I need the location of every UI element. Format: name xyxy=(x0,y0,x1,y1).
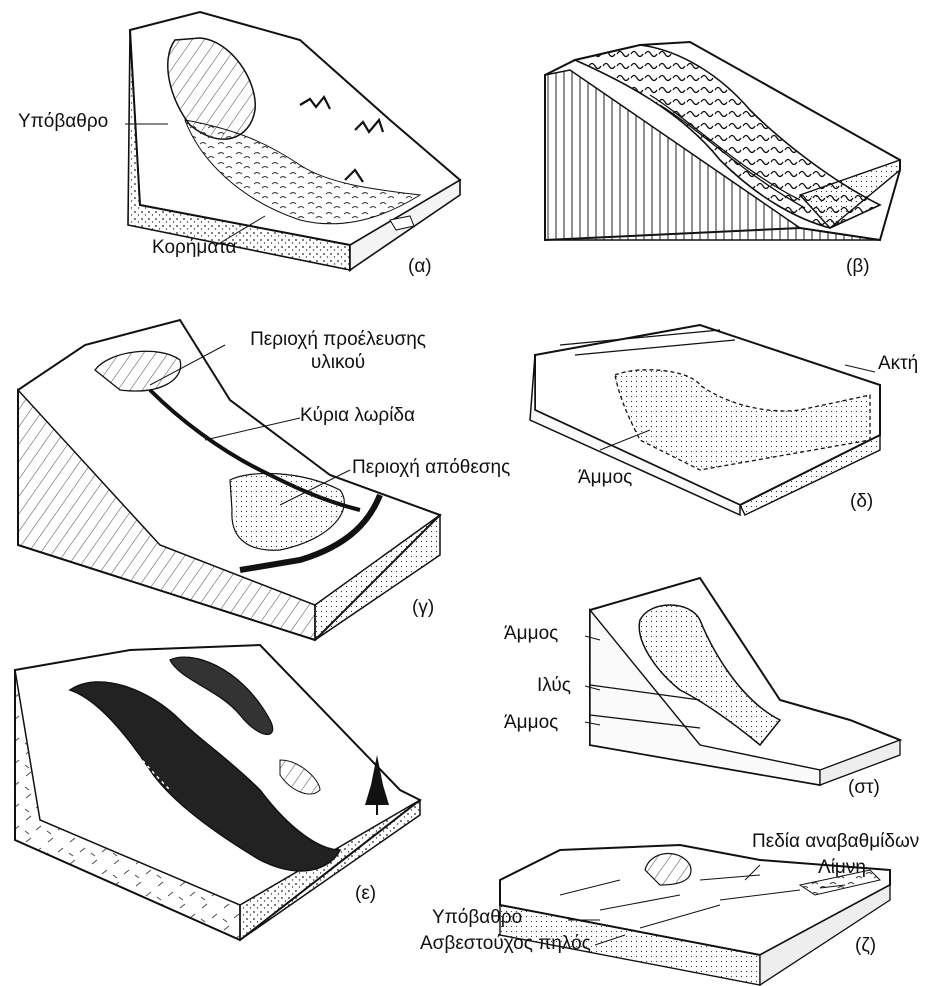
label-g-main-track: Κύρια λωρίδα xyxy=(300,406,415,425)
label-z-terraces: Πεδία αναβαθμίδων xyxy=(752,832,919,851)
label-d-sand: Άμμος xyxy=(578,468,632,487)
label-d-coast: Ακτή xyxy=(878,354,918,373)
caption-st: (στ) xyxy=(848,778,880,797)
label-g-source-line1: Περιοχή προέλευσης xyxy=(218,330,458,349)
caption-g: (γ) xyxy=(412,598,434,617)
label-z-bedrock: Υπόβαθρο xyxy=(432,908,522,927)
label-a-debris: Κορήματα xyxy=(152,238,237,257)
label-st-silt: Ιλύς xyxy=(537,676,571,695)
label-z-clay: Ασβεστούχος πηλός xyxy=(420,934,591,953)
label-st-sand-top: Άμμος xyxy=(504,624,558,643)
label-g-deposition: Περιοχή απόθεσης xyxy=(352,458,510,477)
caption-e: (ε) xyxy=(355,884,376,903)
label-z-lake: Λίμνη xyxy=(818,858,866,877)
caption-z: (ζ) xyxy=(855,936,876,955)
panel-b-diagram xyxy=(545,42,900,240)
panel-a-rockfall-diagram xyxy=(125,12,460,270)
caption-a: (α) xyxy=(408,257,432,276)
caption-d: (δ) xyxy=(850,492,873,511)
panel-st-slump-diagram xyxy=(585,578,900,785)
caption-b: (β) xyxy=(846,257,870,276)
label-st-sand-bottom: Άμμος xyxy=(504,713,558,732)
label-a-bedrock: Υπόβαθρο xyxy=(18,112,108,131)
label-g-source-line2: υλικού xyxy=(218,353,458,372)
